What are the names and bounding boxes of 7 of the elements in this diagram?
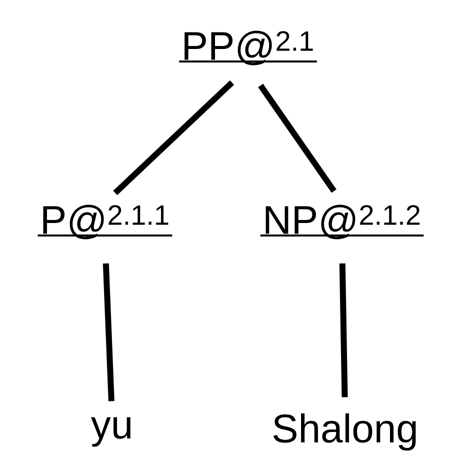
leaf-word: Shalong (273, 413, 416, 451)
node-label: NP@$^{2.1.2}$ (260, 204, 424, 240)
tree-branch (102, 263, 114, 402)
node-label: PP@$^{2.1}$ (179, 30, 317, 66)
tree-branch (339, 263, 348, 398)
leaf-word: yu (90, 417, 130, 447)
node-label: P@$^{2.1.1}$ (38, 204, 172, 240)
